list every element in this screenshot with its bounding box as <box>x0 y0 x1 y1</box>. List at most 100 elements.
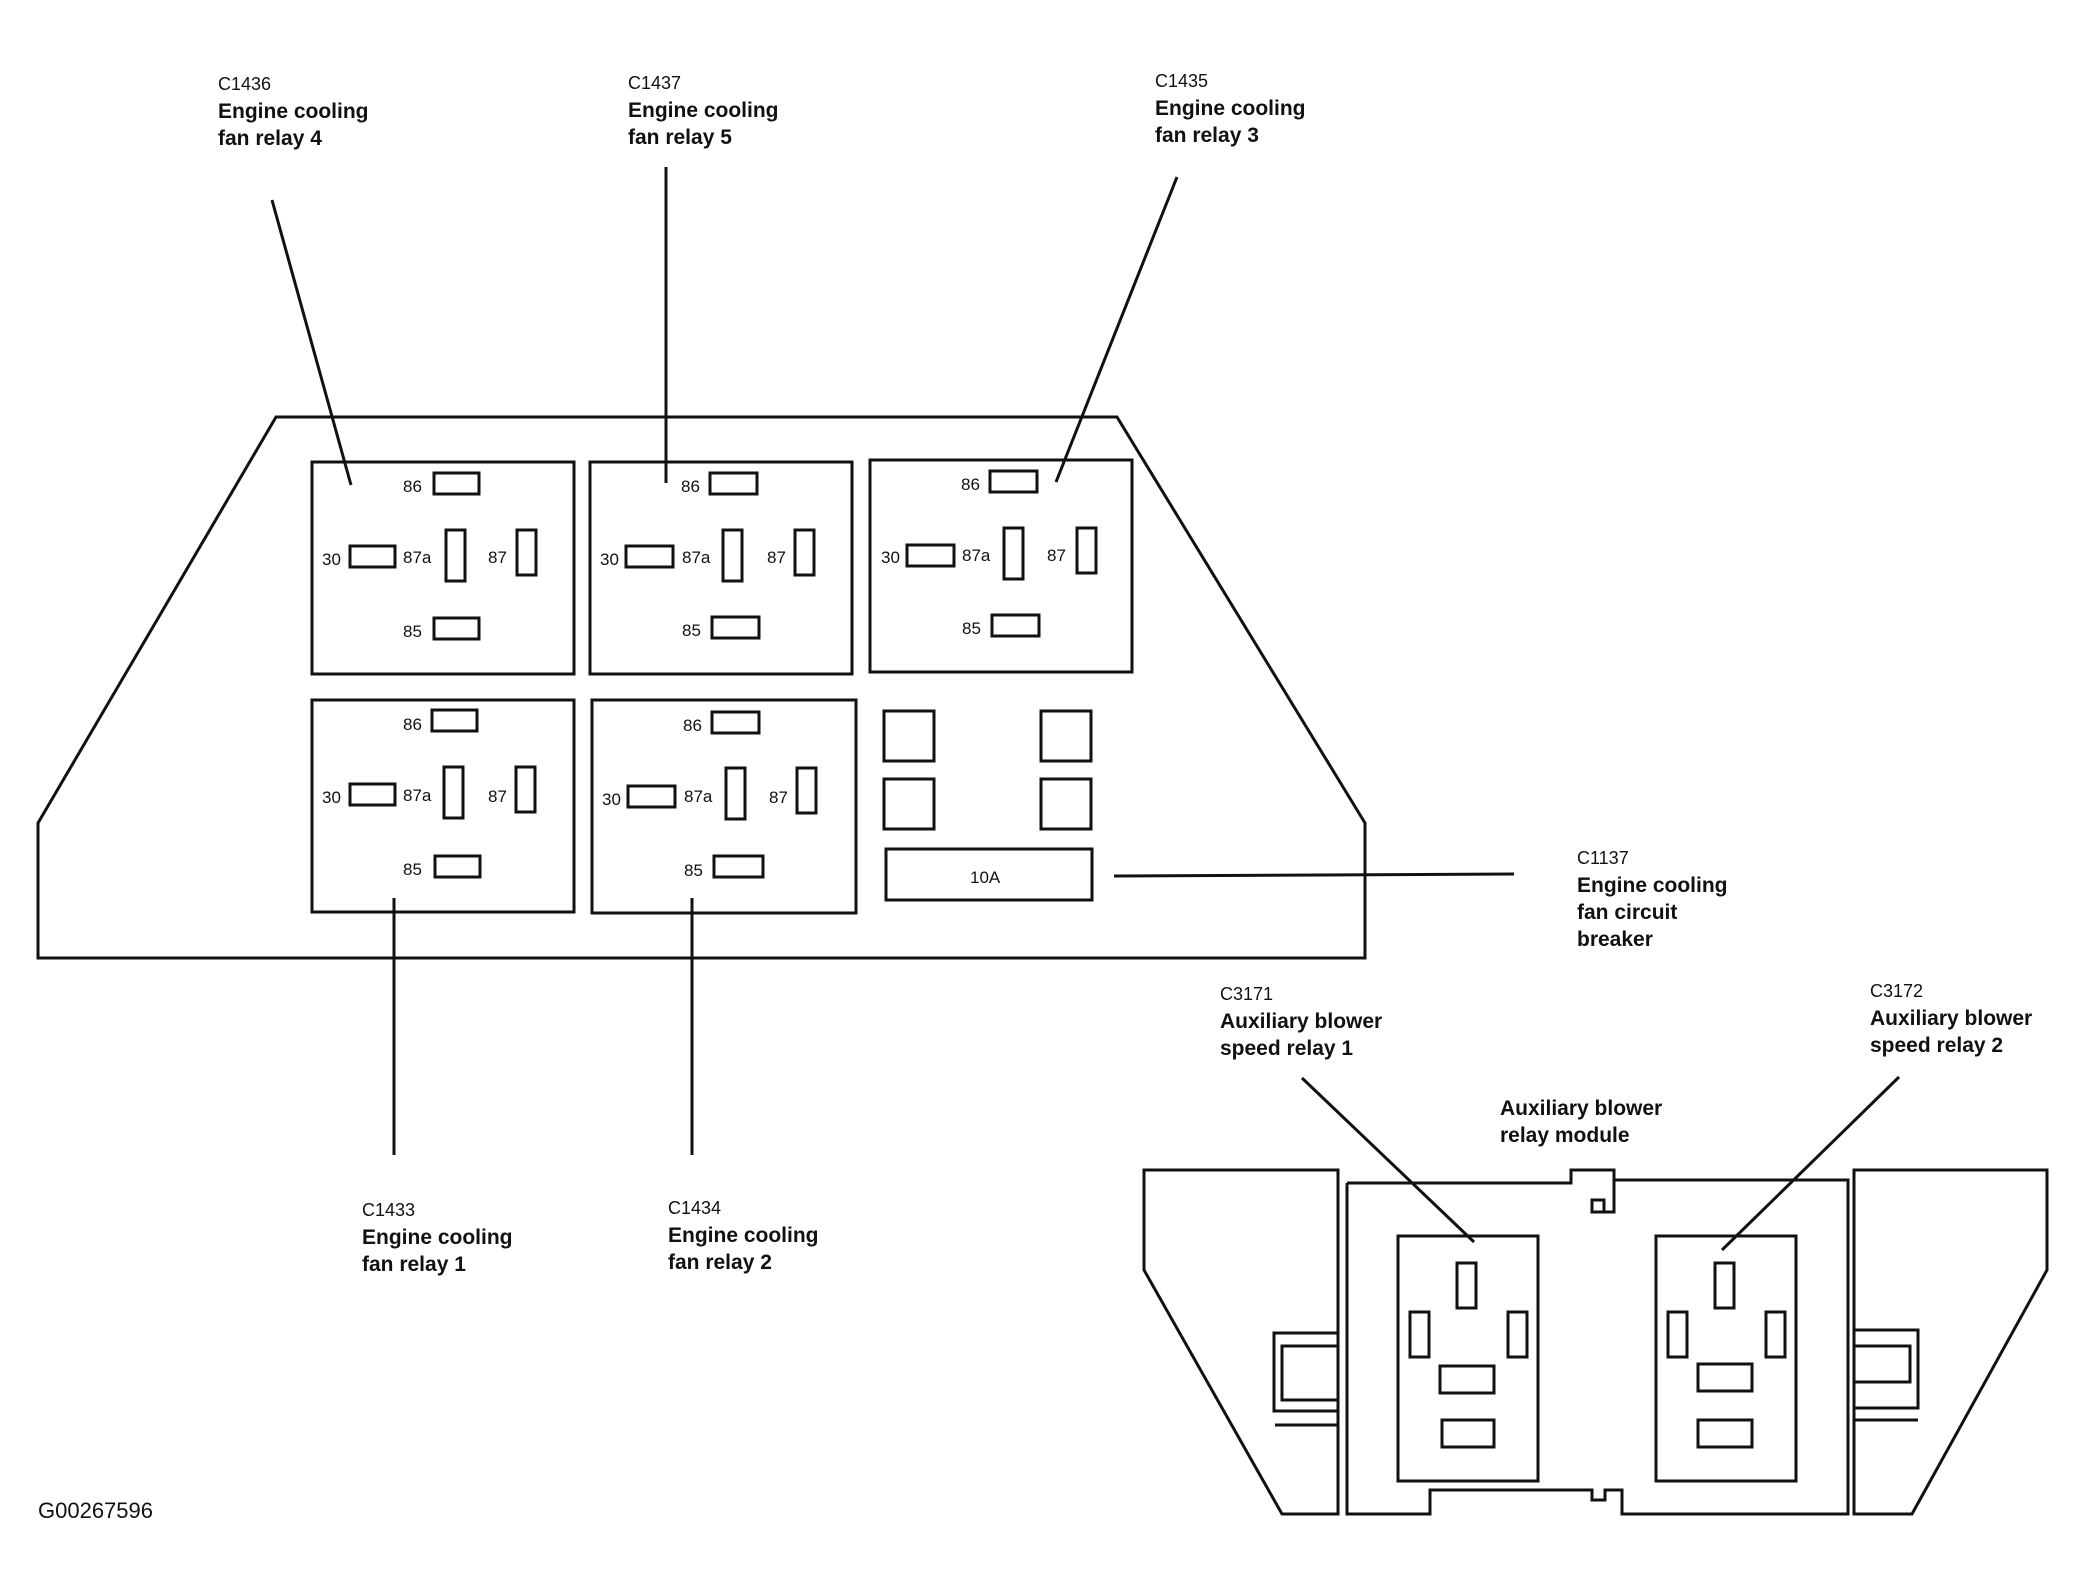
terminal-30-label: 30 <box>602 790 621 809</box>
terminal-86-label: 86 <box>403 715 422 734</box>
relay-socket-pin <box>1713 1261 1736 1310</box>
terminal-86-label: 86 <box>681 477 700 496</box>
callout-c1435: C1435 Engine cooling fan relay 3 <box>1155 71 1306 147</box>
figure-id: G00267596 <box>38 1498 153 1523</box>
terminal-30-label: 30 <box>600 550 619 569</box>
svg-text:C1436: C1436 <box>218 74 271 94</box>
svg-text:Engine cooling: Engine cooling <box>362 1226 513 1249</box>
left-side-tab-inner <box>1280 1344 1340 1402</box>
relay-c1437: 86 30 87a 87 85 <box>588 460 854 676</box>
callout-c1137: C1137 Engine cooling fan circuit breaker <box>1577 848 1728 951</box>
relay-c1433: 86 30 87a 87 85 <box>310 698 576 914</box>
relay-socket-pin <box>1408 1310 1431 1359</box>
svg-text:Engine cooling: Engine cooling <box>1155 97 1306 120</box>
terminal-87a-slot <box>724 766 747 821</box>
terminal-86-slot <box>710 710 761 735</box>
right-side-tab-inner <box>1852 1344 1912 1384</box>
terminal-87a-slot <box>442 765 465 820</box>
svg-text:C1137: C1137 <box>1577 848 1629 868</box>
svg-text:C1433: C1433 <box>362 1200 415 1220</box>
svg-text:speed relay 1: speed relay 1 <box>1220 1037 1353 1060</box>
module-body <box>1345 1168 1850 1516</box>
svg-text:Auxiliary blower: Auxiliary blower <box>1870 1007 2032 1030</box>
leader-line-c1137 <box>1113 872 1515 878</box>
terminal-86-label: 86 <box>403 477 422 496</box>
terminal-86-label: 86 <box>683 716 702 735</box>
relay-socket-pin <box>1440 1418 1496 1449</box>
fuse-cavity <box>1039 777 1093 831</box>
terminal-85-slot <box>990 613 1041 638</box>
terminal-87-slot <box>793 528 816 577</box>
terminal-85-label: 85 <box>682 621 701 640</box>
terminal-87a-slot <box>1002 526 1025 581</box>
callout-c3172: C3172 Auxiliary blower speed relay 2 <box>1870 981 2032 1057</box>
svg-text:Engine cooling: Engine cooling <box>628 99 779 122</box>
svg-text:fan relay 1: fan relay 1 <box>362 1253 466 1276</box>
relay-c1435: 86 30 87a 87 85 <box>868 458 1134 674</box>
terminal-85-label: 85 <box>684 861 703 880</box>
terminal-87a-label: 87a <box>682 548 711 567</box>
leader-line-c1436 <box>270 199 353 486</box>
terminal-87a-label: 87a <box>962 546 991 565</box>
circuit-breaker-10a <box>884 847 1094 902</box>
module-left-wing <box>1142 1168 1340 1516</box>
terminal-30-slot <box>905 543 956 568</box>
module-right-wing <box>1852 1168 2049 1516</box>
terminal-85-slot <box>433 854 482 879</box>
relay-socket-c3172 <box>1654 1234 1798 1483</box>
svg-text:fan relay 5: fan relay 5 <box>628 126 732 149</box>
svg-text:C1437: C1437 <box>628 73 681 93</box>
terminal-87a-label: 87a <box>403 786 432 805</box>
terminal-86-slot <box>708 471 759 496</box>
svg-text:breaker: breaker <box>1577 928 1653 951</box>
relay-socket-pin <box>1455 1261 1478 1310</box>
callout-c3171: C3171 Auxiliary blower speed relay 1 <box>1220 984 1382 1060</box>
svg-text:Engine cooling: Engine cooling <box>1577 874 1728 897</box>
terminal-87-slot <box>795 766 818 815</box>
terminal-87-label: 87 <box>769 788 788 807</box>
svg-text:C1435: C1435 <box>1155 71 1208 91</box>
terminal-30-label: 30 <box>322 550 341 569</box>
terminal-86-slot <box>430 708 479 733</box>
relay-c1434: 86 30 87a 87 85 <box>590 698 858 915</box>
terminal-85-slot <box>710 615 761 640</box>
terminal-85-label: 85 <box>962 619 981 638</box>
terminal-85-label: 85 <box>403 860 422 879</box>
terminal-87a-label: 87a <box>403 548 432 567</box>
terminal-86-label: 86 <box>961 475 980 494</box>
relay-socket-pin <box>1438 1364 1496 1395</box>
terminal-87-label: 87 <box>1047 546 1066 565</box>
relay-socket-pin <box>1696 1418 1754 1449</box>
svg-text:Auxiliary blower: Auxiliary blower <box>1220 1010 1382 1033</box>
svg-text:speed relay 2: speed relay 2 <box>1870 1034 2003 1057</box>
terminal-30-slot <box>626 784 677 809</box>
terminal-85-slot <box>432 616 481 641</box>
terminal-87-label: 87 <box>767 548 786 567</box>
callout-c1436: C1436 Engine cooling fan relay 4 <box>218 74 369 150</box>
svg-text:fan circuit: fan circuit <box>1577 901 1677 924</box>
svg-text:relay module: relay module <box>1500 1124 1630 1147</box>
relay-c1436: 86 30 87a 87 85 <box>310 460 576 676</box>
relay-socket-pin <box>1764 1310 1787 1359</box>
terminal-30-slot <box>348 544 397 569</box>
terminal-85-label: 85 <box>403 622 422 641</box>
svg-text:C3172: C3172 <box>1870 981 1923 1001</box>
terminal-87a-slot <box>721 528 744 583</box>
terminal-30-slot <box>624 544 675 569</box>
callout-c1434: C1434 Engine cooling fan relay 2 <box>668 1198 819 1274</box>
terminal-87-slot <box>515 528 538 577</box>
svg-text:fan relay 4: fan relay 4 <box>218 127 322 150</box>
terminal-86-slot <box>432 471 481 496</box>
terminal-87a-label: 87a <box>684 787 713 806</box>
auxiliary-blower-relay-module <box>1142 1168 2049 1516</box>
right-side-tab <box>1852 1328 1920 1410</box>
terminal-30-label: 30 <box>881 548 900 567</box>
terminal-87-label: 87 <box>488 548 507 567</box>
breaker-label: 10A <box>970 868 1001 887</box>
terminal-30-slot <box>348 782 397 807</box>
relay-box-outline <box>36 415 1367 960</box>
svg-text:fan relay 2: fan relay 2 <box>668 1251 772 1274</box>
relay-socket-pin <box>1696 1362 1754 1393</box>
fuse-cavity <box>1039 709 1093 763</box>
